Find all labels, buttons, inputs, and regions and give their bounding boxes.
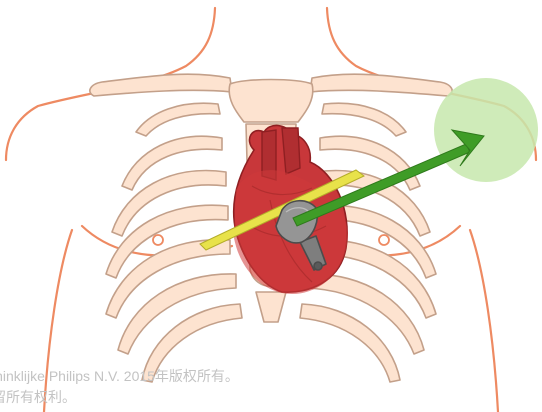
copyright-line-2: 保留所有权利。 [0, 388, 76, 406]
nipple-right [379, 235, 389, 245]
clavicle-left [90, 74, 232, 96]
copyright-line-1: Koninklijke Philips N.V. 2015年版权所有。 [0, 367, 239, 385]
target-zone [434, 78, 538, 182]
armpit-right-line [470, 230, 498, 412]
nipple-left [153, 235, 163, 245]
manubrium [229, 80, 313, 123]
rib-left-1 [136, 103, 220, 136]
rib-right-1 [322, 103, 406, 136]
xiphoid [256, 292, 286, 322]
heart-vessel-right [282, 128, 300, 174]
probe-tip [314, 262, 322, 270]
clavicle-right [310, 74, 452, 96]
